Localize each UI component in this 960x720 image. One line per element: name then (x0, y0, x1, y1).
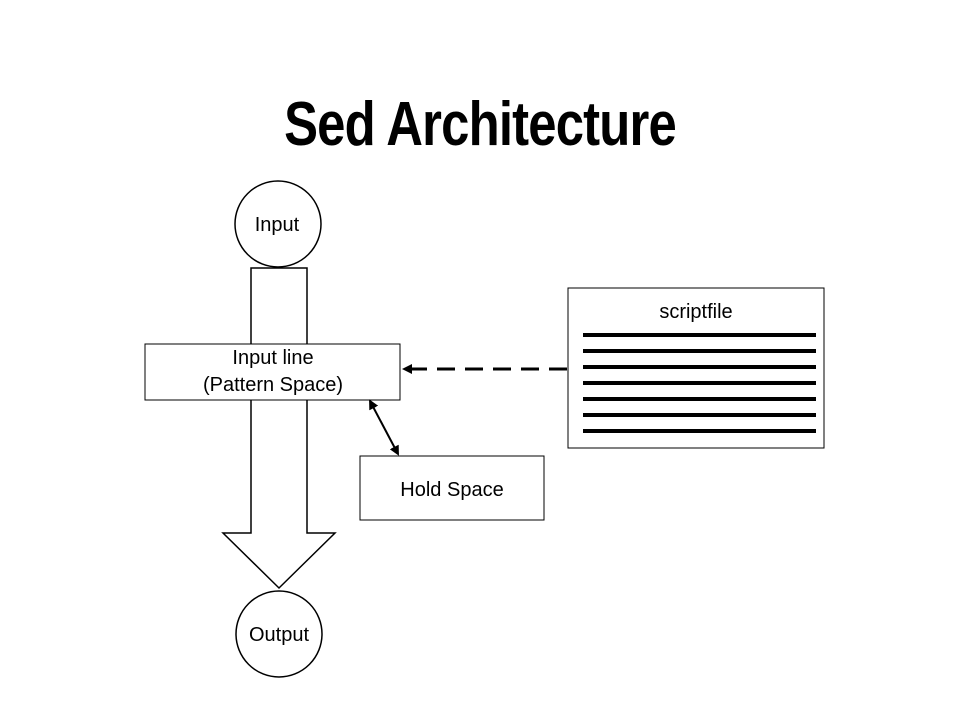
output-label: Output (249, 624, 309, 646)
hold-space-box: Hold Space (359, 455, 545, 521)
input-label: Input (255, 214, 300, 236)
pattern-space-label-line2: (Pattern Space) (203, 374, 343, 396)
pattern-space-label-line1: Input line (232, 347, 313, 369)
hold-space-label: Hold Space (400, 479, 503, 501)
scriptfile-box: scriptfile (567, 287, 825, 449)
scriptfile-label: scriptfile (659, 301, 732, 323)
slide-title: Sed Architecture (284, 90, 677, 159)
output-node: Output (235, 590, 323, 678)
flow-arrow (221, 267, 337, 590)
input-node: Input (234, 180, 322, 268)
pattern-hold-exchange-arrow (369, 399, 399, 456)
pattern-space-box: Input line (Pattern Space) (144, 343, 401, 401)
script-lines (583, 333, 816, 433)
